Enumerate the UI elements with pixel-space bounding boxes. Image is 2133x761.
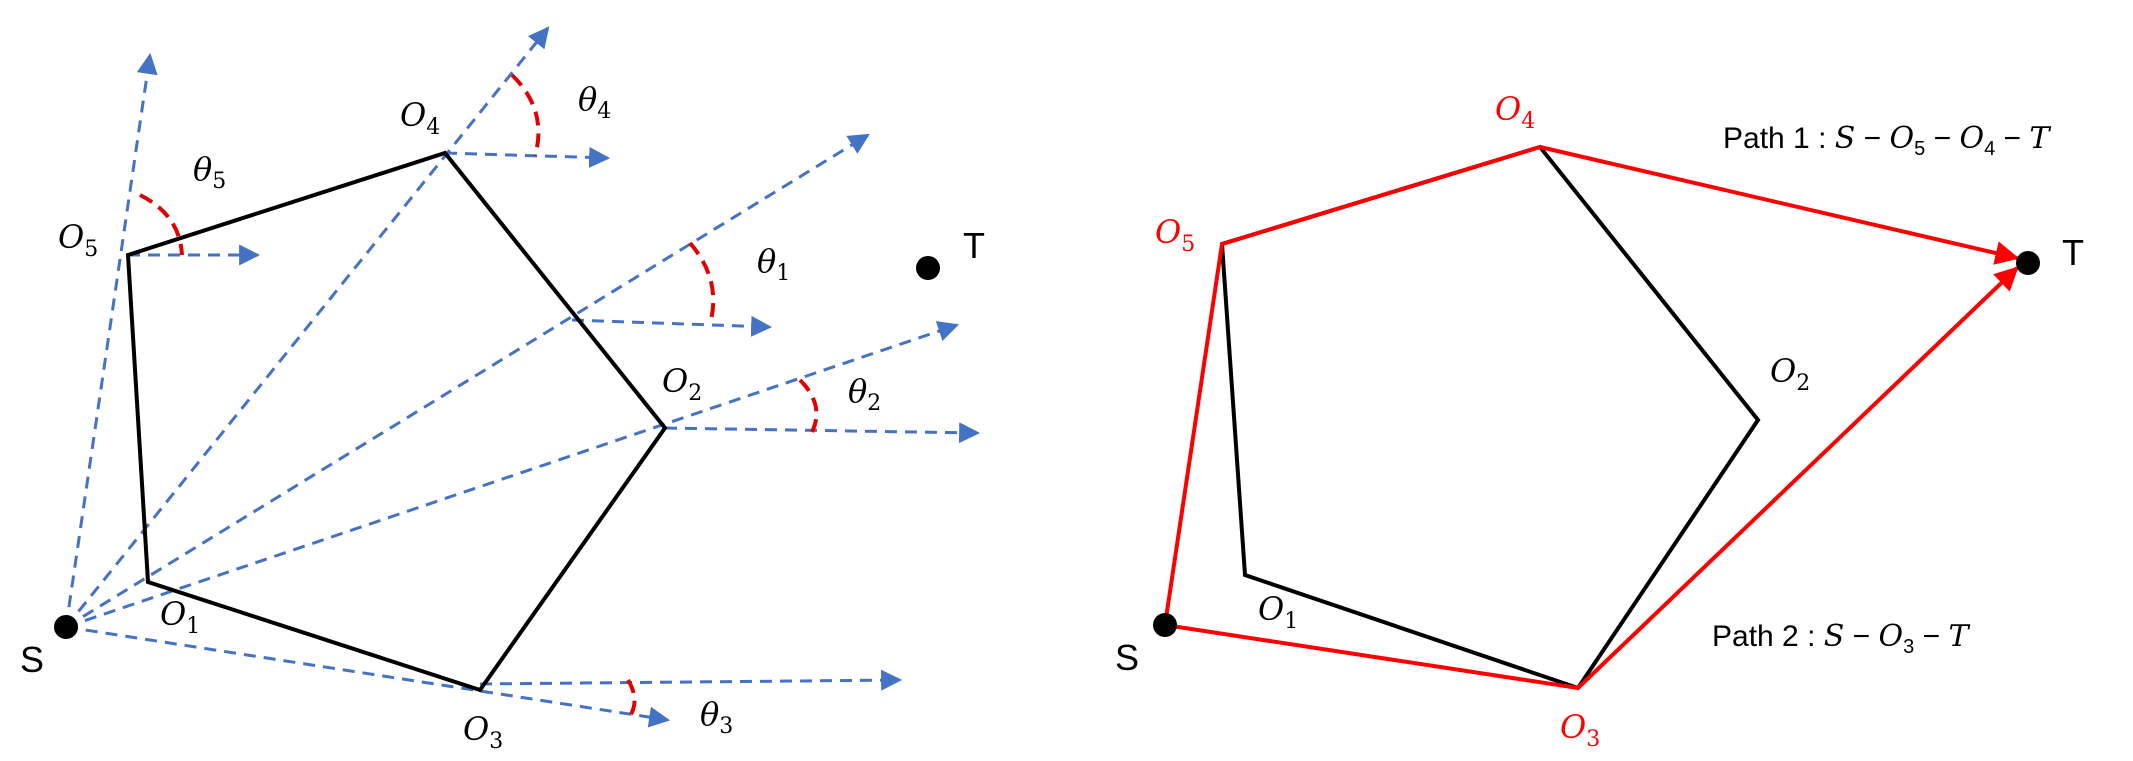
path-1-caption: Path 1 : S − O5 − O4 − T [1723, 121, 2051, 160]
target-label-left: T [963, 225, 985, 266]
vertex-label-o5-left: O5 [58, 218, 98, 262]
ray-s-o4 [64, 26, 550, 628]
left-panel: S T O5 O4 O2 O1 O3 θ5 θ4 θ1 θ2 θ3 [20, 26, 985, 754]
start-point-left [54, 615, 78, 639]
obstacle-polygon-right [1219, 144, 1761, 691]
vertex-label-o1-left: O1 [160, 595, 200, 639]
vertex-label-o2-left: O2 [662, 362, 702, 406]
hray-o2 [664, 422, 981, 444]
target-label-right: T [2062, 232, 2084, 273]
path-2-caption: Path 2 : S − O3 − T [1712, 619, 1970, 658]
angle-arc-theta4 [510, 73, 541, 157]
ray-s-o3 [65, 625, 671, 728]
angle-label-theta1: θ1 [757, 242, 790, 286]
path-1-line [1163, 144, 2020, 626]
vertex-label-o2-right: O2 [1770, 352, 1810, 396]
angle-arc-theta3 [626, 678, 637, 718]
hray-o4 [444, 146, 611, 168]
target-point-right [2016, 251, 2040, 275]
vertex-label-o3-left: O3 [463, 710, 503, 754]
angle-arc-theta2 [798, 378, 819, 433]
start-label-right: S [1115, 637, 1139, 678]
angle-label-theta5: θ5 [193, 150, 226, 194]
target-point-left [916, 256, 940, 280]
vertex-label-o5-right: O5 [1155, 213, 1195, 257]
vertex-label-o1-right: O1 [1258, 590, 1298, 634]
ray-s-o2 [65, 321, 959, 629]
vertex-label-o3-right: O3 [1560, 708, 1600, 752]
right-panel: S T O5 O4 O2 O1 O3 Path 1 : S − O5 − O4 … [1115, 90, 2084, 752]
ray-s-o1 [65, 133, 870, 629]
start-label-left: S [20, 639, 44, 680]
angle-label-theta2: θ2 [848, 372, 881, 416]
start-point-right [1153, 613, 1177, 637]
hray-o1 [571, 315, 773, 337]
angle-arcs [139, 73, 819, 718]
ray-s-o5 [64, 52, 158, 628]
obstacle-polygon-left [125, 150, 668, 693]
angle-label-theta4: θ4 [578, 80, 611, 124]
vertex-label-o4-right: O4 [1495, 90, 1535, 134]
path-2-line [1164, 266, 2019, 691]
vertex-label-o4-left: O4 [400, 96, 440, 140]
angle-arc-theta1 [688, 241, 716, 325]
horizontal-rays [128, 146, 981, 691]
angle-arc-theta5 [139, 193, 184, 256]
hray-o3 [479, 669, 903, 691]
angle-label-theta3: θ3 [700, 695, 733, 739]
